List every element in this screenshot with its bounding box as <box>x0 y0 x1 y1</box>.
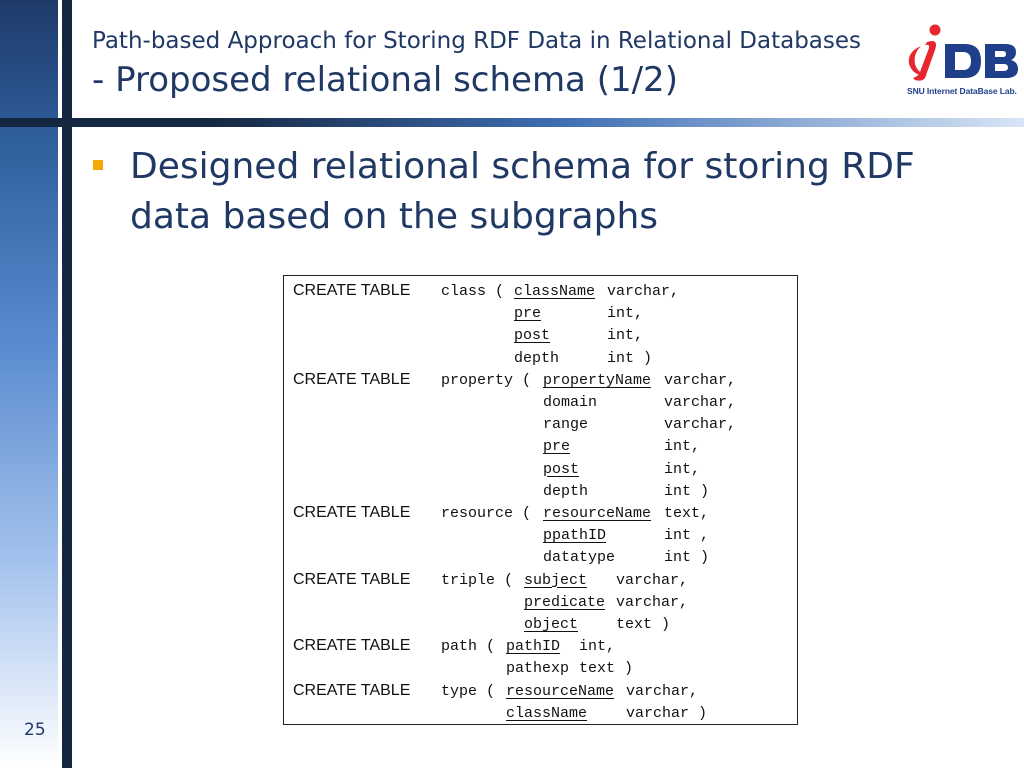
column-type: varchar, <box>607 283 680 300</box>
table-name: type ( <box>441 682 496 700</box>
column-type: int, <box>607 305 644 323</box>
idb-logo-icon <box>908 24 1018 81</box>
column-name: domain <box>543 394 598 411</box>
column-type: int, <box>607 327 644 345</box>
table-name: class ( <box>441 283 505 300</box>
column-name: depth <box>543 482 589 500</box>
bullet-text: Designed relational schema for storing R… <box>130 146 915 237</box>
create-table-keyword: CREATE TABLE <box>293 282 411 299</box>
column-type: varchar ) <box>626 704 708 722</box>
create-table-keyword: CREATE TABLE <box>293 570 411 588</box>
column-name: className <box>506 704 588 722</box>
column-type: int ) <box>664 549 710 567</box>
column-type: text ) <box>579 660 634 678</box>
column-type: int ) <box>607 349 653 367</box>
idb-logo: SNU Internet DataBase Lab. <box>905 20 1020 100</box>
logo-caption: SNU Internet DataBase Lab. <box>907 86 1017 96</box>
slide-subtitle: - Proposed relational schema (1/2) <box>92 60 678 100</box>
column-name: post <box>514 327 551 345</box>
column-type: varchar, <box>616 593 689 611</box>
column-name: className <box>514 283 596 300</box>
table-name: triple ( <box>441 571 514 589</box>
column-type: varchar, <box>664 371 737 389</box>
column-type: varchar, <box>626 682 699 700</box>
column-name: subject <box>524 571 588 589</box>
column-name: pre <box>514 305 542 323</box>
column-type: int, <box>579 638 616 656</box>
left-gradient-strip <box>0 0 58 768</box>
table-name: path ( <box>441 638 496 656</box>
column-type: varchar, <box>664 416 737 434</box>
table-name: resource ( <box>441 505 532 522</box>
create-table-keyword: CREATE TABLE <box>293 637 411 655</box>
schema-code-box: CREATE TABLE class ( className varchar, pre i… <box>283 275 798 725</box>
column-type: text ) <box>616 616 671 633</box>
column-name: pathexp <box>506 660 570 678</box>
column-name: resourceName <box>543 505 652 522</box>
column-name: datatype <box>543 549 616 567</box>
header-divider <box>0 118 1024 127</box>
slide-title: Path-based Approach for Storing RDF Data… <box>92 28 862 54</box>
create-table-keyword: CREATE TABLE <box>293 504 411 521</box>
column-type: int ) <box>664 482 710 500</box>
column-name: depth <box>514 349 560 367</box>
column-type: int, <box>664 460 701 478</box>
column-name: propertyName <box>543 371 652 389</box>
column-type: text, <box>664 505 710 522</box>
page-number: 25 <box>24 720 46 740</box>
column-name: object <box>524 616 579 633</box>
bullet-marker <box>93 160 103 170</box>
vertical-divider <box>62 0 72 768</box>
column-type: varchar, <box>616 571 689 589</box>
column-name: post <box>543 460 580 478</box>
column-name: resourceName <box>506 682 615 700</box>
column-type: varchar, <box>664 394 737 411</box>
column-name: ppathID <box>543 527 607 545</box>
create-table-keyword: CREATE TABLE <box>293 370 411 388</box>
column-name: pre <box>543 438 571 456</box>
table-name: property ( <box>441 371 532 389</box>
column-type: int, <box>664 438 701 456</box>
column-name: range <box>543 416 589 434</box>
column-type: int , <box>664 527 710 545</box>
column-name: pathID <box>506 638 561 656</box>
create-table-keyword: CREATE TABLE <box>293 681 411 699</box>
column-name: predicate <box>524 593 606 611</box>
